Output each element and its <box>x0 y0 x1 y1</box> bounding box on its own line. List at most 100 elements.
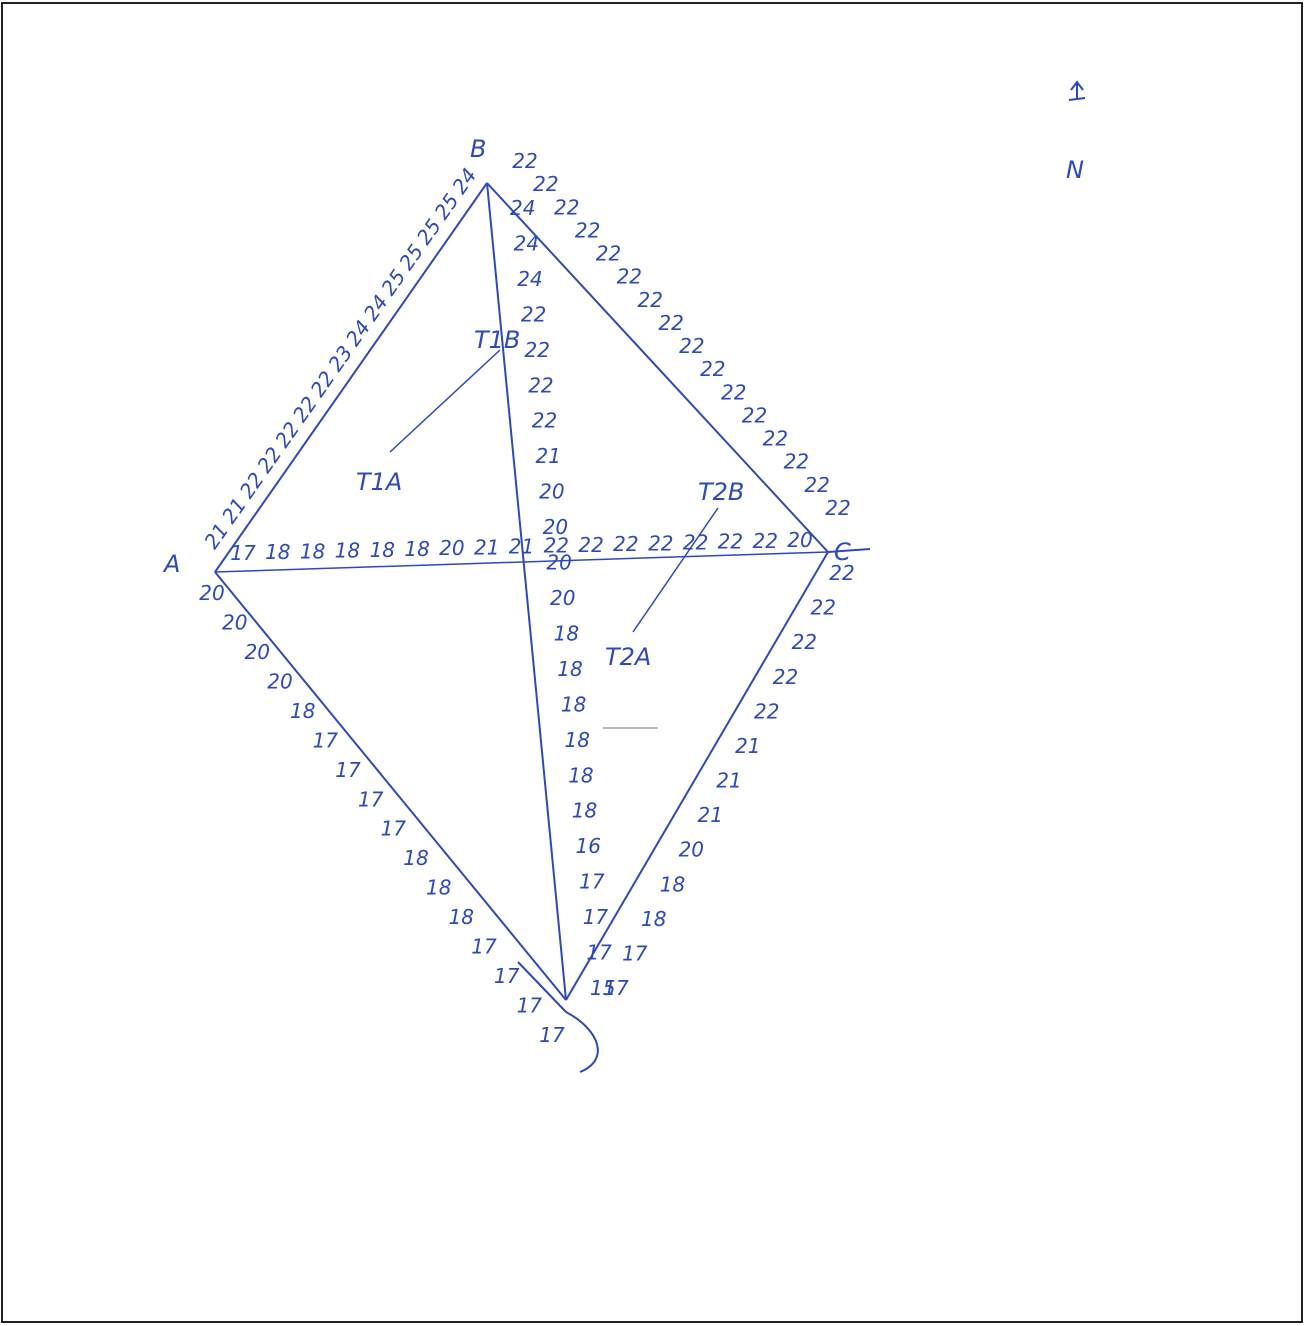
reading-b-c: 22 <box>784 450 809 474</box>
reading-a-d: 17 <box>471 935 497 959</box>
reading-a-d: 17 <box>517 994 543 1018</box>
reading-b-d: 20 <box>539 480 564 504</box>
reading-a-d: 17 <box>494 964 520 988</box>
reading-a-b: 25 <box>394 240 428 275</box>
reading-b-c: 22 <box>742 404 767 428</box>
reading-a-c: 20 <box>787 528 812 552</box>
reading-b-c: 22 <box>617 265 642 289</box>
reading-b-c: 22 <box>637 288 662 312</box>
reading-a-b: 22 <box>270 417 304 452</box>
reading-a-c: 22 <box>718 530 743 554</box>
reading-a-d: 17 <box>313 728 339 752</box>
reading-b-d: 22 <box>525 338 550 362</box>
reading-c-d: 22 <box>810 596 835 620</box>
reading-a-b: 21 <box>199 519 233 554</box>
t2b-label: T2B <box>698 478 744 506</box>
t1b-label: T1B <box>474 326 520 354</box>
reading-b-c: 22 <box>533 172 558 196</box>
reading-b-c: 22 <box>763 427 788 451</box>
reading-b-d: 18 <box>568 763 593 787</box>
reading-a-d: 20 <box>199 581 224 605</box>
reading-a-d: 20 <box>267 669 292 693</box>
reading-a-b: 25 <box>429 189 463 224</box>
t2-connector <box>633 508 718 632</box>
reading-a-b: 24 <box>447 164 481 199</box>
reading-c-d: 21 <box>716 769 741 793</box>
reading-a-c: 22 <box>752 529 777 553</box>
reading-c-d: 17 <box>622 941 648 965</box>
reading-a-c: 18 <box>300 539 325 563</box>
reading-a-b: 22 <box>252 443 286 478</box>
reading-a-d: 18 <box>403 846 428 870</box>
t1a-label: T1A <box>356 468 402 496</box>
edge-a-d <box>215 572 566 1000</box>
reading-a-b: 21 <box>217 493 251 528</box>
reading-a-c: 17 <box>230 541 256 565</box>
reading-b-c: 22 <box>804 473 829 497</box>
reading-a-c: 18 <box>335 539 360 563</box>
reading-a-d: 20 <box>222 611 247 635</box>
reading-b-d: 18 <box>572 799 597 823</box>
t1-callout: T1B T1A <box>356 326 520 496</box>
edge-a-b <box>215 183 487 572</box>
reading-a-c: 21 <box>509 535 534 559</box>
reading-a-d: 18 <box>290 699 315 723</box>
page-border <box>2 3 1302 1322</box>
reading-a-b: 22 <box>235 468 269 503</box>
reading-b-d: 16 <box>576 834 601 858</box>
reading-b-d: 22 <box>521 302 546 326</box>
reading-b-d: 18 <box>565 728 590 752</box>
reading-b-c: 22 <box>825 496 850 520</box>
reading-b-c: 22 <box>700 357 725 381</box>
reading-b-c: 22 <box>512 149 537 173</box>
reading-b-d: 24 <box>517 267 542 291</box>
reading-a-c: 18 <box>404 537 429 561</box>
reading-a-d: 17 <box>381 817 407 841</box>
reading-a-b: 22 <box>288 392 322 427</box>
reading-b-c: 22 <box>596 242 621 266</box>
north-arrow-icon <box>1069 82 1085 100</box>
reading-b-d: 17 <box>586 941 612 965</box>
reading-a-b: 25 <box>376 265 410 300</box>
reading-a-b: 24 <box>359 290 393 325</box>
reading-c-d: 18 <box>660 872 685 896</box>
reading-b-c: 22 <box>679 334 704 358</box>
reading-b-d: 17 <box>583 905 609 929</box>
reading-b-d: 24 <box>510 196 535 220</box>
reading-b-c: 22 <box>658 311 683 335</box>
reading-a-b: 24 <box>341 316 375 351</box>
reading-a-b: 22 <box>305 367 339 402</box>
reading-a-c: 22 <box>648 531 673 555</box>
t1-connector <box>390 350 500 452</box>
reading-b-c: 22 <box>554 195 579 219</box>
reading-a-d: 18 <box>426 876 451 900</box>
reading-a-c: 20 <box>439 536 464 560</box>
vertex-b-label: B <box>470 135 486 163</box>
north-arrow: N <box>1066 82 1085 184</box>
reading-c-d: 22 <box>773 665 798 689</box>
reading-a-d: 18 <box>449 905 474 929</box>
reading-c-d: 17 <box>603 976 629 1000</box>
reading-b-d: 24 <box>514 232 539 256</box>
reading-c-d: 21 <box>697 803 722 827</box>
edge-c-d <box>566 552 828 1000</box>
vertex-a-label: A <box>162 550 180 578</box>
t2a-label: T2A <box>605 643 651 671</box>
reading-a-c: 22 <box>683 530 708 554</box>
reading-b-d: 22 <box>528 373 553 397</box>
reading-a-b: 25 <box>412 214 446 249</box>
reading-c-d: 22 <box>792 630 817 654</box>
reading-b-d: 18 <box>557 657 582 681</box>
reading-a-d: 17 <box>335 758 361 782</box>
reading-b-d: 18 <box>554 622 579 646</box>
reading-a-c: 22 <box>578 533 603 557</box>
reading-b-c: 22 <box>575 218 600 242</box>
reading-b-d: 17 <box>579 870 605 894</box>
reading-b-d: 20 <box>550 586 575 610</box>
reading-a-c: 22 <box>613 532 638 556</box>
reading-a-d: 17 <box>358 787 384 811</box>
reading-a-b: 23 <box>323 341 357 376</box>
t2-callout: T2B T2A <box>605 478 744 671</box>
